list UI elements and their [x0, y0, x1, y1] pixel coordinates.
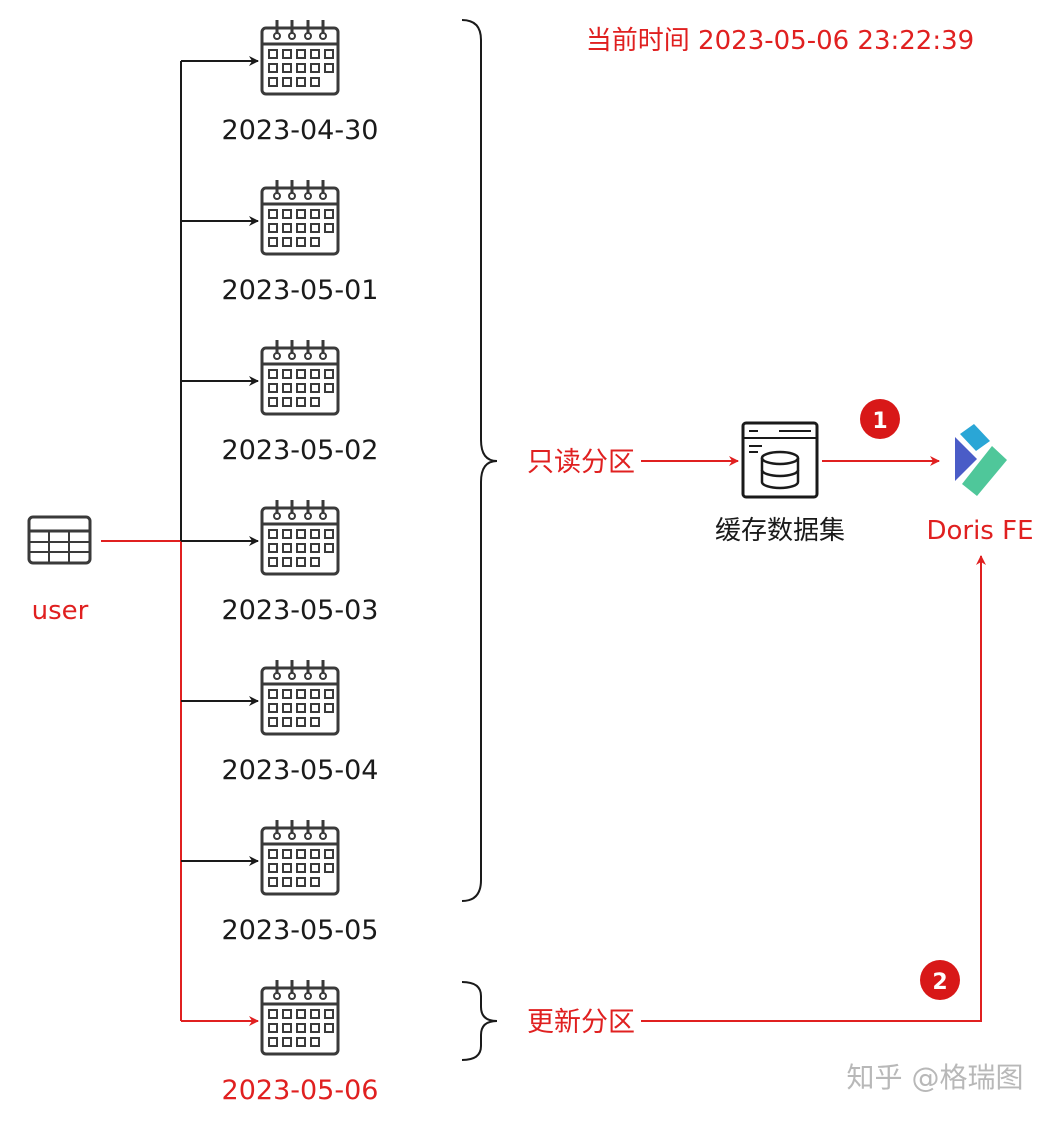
partition-1: 2023-05-01 [181, 178, 379, 306]
step-1-number: 1 [872, 409, 887, 434]
partition-5: 2023-05-05 [181, 818, 379, 946]
update-group-label: 更新分区 [527, 1007, 635, 1038]
step-2-number: 2 [932, 970, 947, 995]
user-label: user [32, 596, 89, 626]
partition-date-label: 2023-05-02 [222, 435, 379, 466]
calendar-icon [260, 658, 340, 736]
cache-dataset-label: 缓存数据集 [715, 516, 845, 546]
watermark: 知乎 @格瑞图 [847, 1061, 1024, 1094]
step-1-badge [860, 399, 900, 439]
partition-list: 2023-04-30 2023-05-01 2023-05-02 2023-05-03… [181, 18, 379, 1106]
step-2-badge [920, 960, 960, 1000]
partition-date-label: 2023-05-01 [222, 275, 379, 306]
partition-date-label: 2023-05-04 [222, 755, 379, 786]
calendar-icon [260, 818, 340, 896]
doris-logo-icon [955, 424, 1007, 496]
partition-6: 2023-05-06 [181, 978, 379, 1106]
update-to-fe-arrow [641, 555, 986, 1022]
current-time-label: 当前时间 2023-05-06 23:22:39 [586, 26, 974, 56]
partition-2: 2023-05-02 [181, 338, 379, 466]
read-only-group-label: 只读分区 [527, 447, 635, 478]
calendar-icon [260, 338, 340, 416]
partition-3: 2023-05-03 [181, 498, 379, 626]
calendar-icon [260, 498, 340, 576]
partition-date-label: 2023-04-30 [222, 115, 379, 146]
calendar-icon [260, 978, 340, 1056]
partition-date-label: 2023-05-05 [222, 915, 379, 946]
partition-date-label: 2023-05-03 [222, 595, 379, 626]
update-brace [461, 981, 498, 1061]
doris-fe-label: Doris FE [926, 516, 1033, 546]
database-window-icon [741, 421, 819, 499]
calendar-icon [260, 178, 340, 256]
partition-4: 2023-05-04 [181, 658, 379, 786]
partition-0: 2023-04-30 [181, 18, 379, 146]
partition-date-label: 2023-05-06 [222, 1075, 379, 1106]
read-only-brace [461, 19, 498, 902]
calendar-icon [260, 18, 340, 96]
table-icon [27, 515, 92, 565]
